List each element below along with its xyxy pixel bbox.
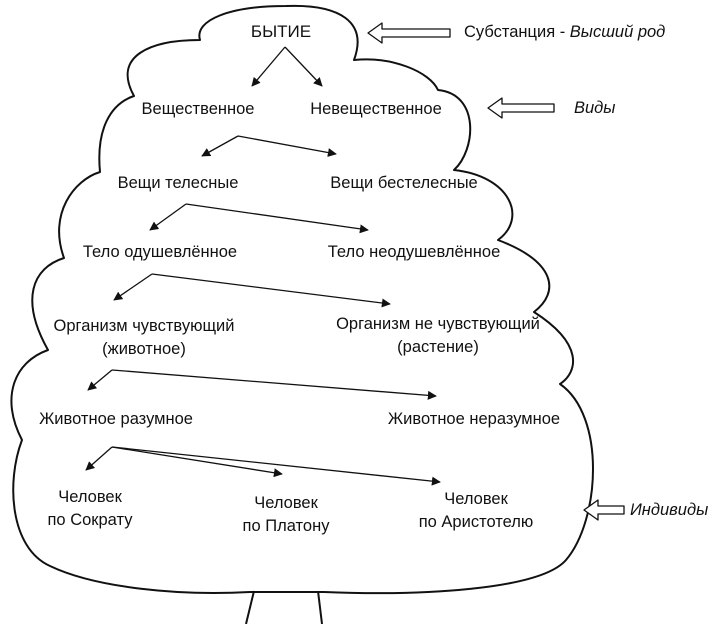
arrow-animate-nonsentient — [151, 273, 391, 308]
node-human-plato-line1: Человек — [254, 494, 318, 512]
arrow-sentient-rational — [87, 369, 113, 391]
annotation-individuals: Индивиды — [630, 501, 709, 519]
node-rational-animal: Животное разумное — [39, 410, 193, 428]
node-material: Вещественное — [141, 100, 255, 118]
annotation-substance-text: Субстанция - — [464, 23, 570, 41]
annotation-highest-genus: Высший род — [569, 23, 666, 41]
node-sentient-organism-line1: Организм чувствующий — [53, 317, 235, 335]
hollow-arrow-individuals — [583, 499, 625, 521]
node-human-aristotle-line2: по Аристотелю — [418, 513, 534, 531]
node-human-socrates-line1: Человек — [58, 488, 122, 506]
arrow-animate-sentient — [113, 273, 153, 301]
node-immaterial: Невещественное — [310, 100, 442, 118]
arrow-root-immaterial — [284, 46, 323, 87]
hollow-arrow-substance — [367, 22, 451, 44]
annotation-species: Виды — [574, 99, 616, 117]
node-irrational-animal: Животное неразумное — [387, 410, 561, 428]
annotation-substance: Субстанция - Высший род — [464, 22, 665, 42]
arrow-root-material — [251, 46, 286, 87]
node-human-socrates-line2: по Сократу — [47, 511, 133, 529]
arrow-rational-socrates — [85, 446, 113, 471]
arrow-bodily-inanimate — [185, 203, 369, 234]
hollow-arrow-species — [487, 97, 555, 119]
node-animate-body: Тело одушевлённое — [82, 243, 238, 261]
arrow-material-bodily — [201, 135, 239, 157]
node-nonsentient-organism-line1: Организм не чувствующий — [336, 315, 540, 333]
node-human-aristotle-line1: Человек — [444, 490, 508, 508]
node-inanimate-body: Тело неодушевлённое — [327, 243, 501, 261]
arrow-bodily-animate — [149, 203, 187, 231]
tree-trunk — [245, 590, 324, 624]
tree-crown-outline — [10, 4, 594, 595]
node-incorporeal-things: Вещи бестелесные — [330, 174, 478, 192]
arrow-sentient-irrational — [111, 369, 437, 400]
node-nonsentient-organism-line2: (растение) — [397, 338, 479, 356]
node-being: БЫТИЕ — [250, 22, 312, 41]
node-bodily-things: Вещи телесные — [117, 174, 239, 192]
arrow-rational-plato — [111, 446, 283, 478]
node-sentient-organism-line2: (животное) — [102, 340, 186, 358]
node-human-plato-line2: по Платону — [242, 517, 330, 535]
arrow-material-incorporeal — [237, 135, 337, 157]
arrow-rational-aristotle — [111, 446, 441, 486]
